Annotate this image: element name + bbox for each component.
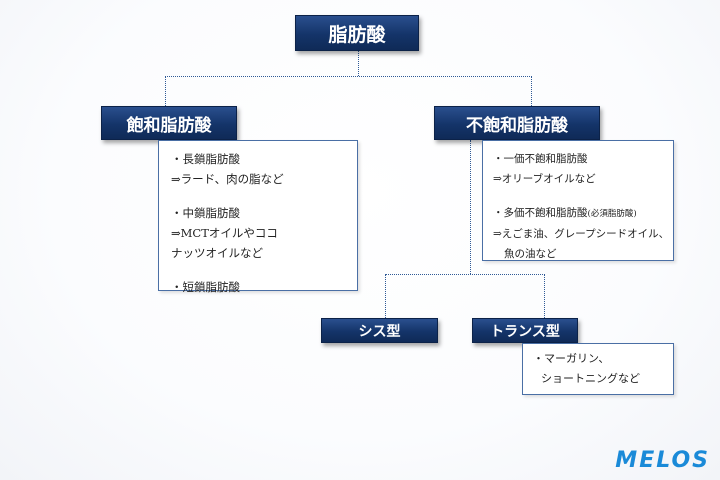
unsaturated-label: 不飽和脂肪酸: [466, 115, 568, 136]
connector-top-horizontal: [165, 76, 532, 77]
node-cis-type: シス型: [321, 318, 438, 343]
saturated-item-short-chain: ・短鎖脂肪酸: [171, 280, 240, 294]
connector-to-saturated: [165, 76, 166, 106]
trans-label: トランス型: [490, 323, 560, 340]
saturated-item-medium-chain-example-2: ナッツオイルなど: [171, 246, 263, 260]
node-unsaturated-fatty-acid: 不飽和脂肪酸: [434, 106, 600, 140]
melos-logo: MELOS: [615, 448, 710, 473]
connector-to-unsaturated: [531, 76, 532, 106]
trans-item-shortening: ショートニングなど: [541, 372, 640, 385]
unsaturated-item-poly-example-2: 魚の油など: [504, 248, 557, 260]
cis-label: シス型: [358, 323, 401, 340]
connector-root-down: [358, 50, 359, 76]
saturated-label: 飽和脂肪酸: [126, 115, 212, 136]
connector-to-trans: [544, 274, 545, 318]
saturated-detail-box: ・長鎖脂肪酸 ⇒ラード、肉の脂など ・中鎖脂肪酸 ⇒MCTオイルやココ ナッツオ…: [158, 140, 358, 294]
unsaturated-item-mono: ・一価不飽和脂肪酸: [493, 153, 588, 165]
trans-item-margarine: ・マーガリン、: [533, 352, 610, 365]
saturated-item-long-chain: ・長鎖脂肪酸: [171, 152, 240, 166]
root-node-fatty-acid: 脂肪酸: [295, 15, 419, 51]
node-saturated-fatty-acid: 飽和脂肪酸: [101, 106, 237, 140]
unsaturated-item-poly-name: ・多価不飽和脂肪酸: [493, 207, 588, 219]
unsaturated-item-mono-example: ⇒オリーブオイルなど: [493, 173, 596, 185]
connector-unsaturated-down: [470, 140, 471, 274]
saturated-item-medium-chain-example: ⇒MCTオイルやココ: [171, 226, 278, 240]
connector-bottom-horizontal: [385, 274, 545, 275]
saturated-item-medium-chain: ・中鎖脂肪酸: [171, 206, 240, 220]
unsaturated-detail-box: ・一価不飽和脂肪酸 ⇒オリーブオイルなど ・多価不飽和脂肪酸(必須脂肪酸) ⇒え…: [482, 140, 674, 261]
trans-detail-box: ・マーガリン、 ショートニングなど: [522, 343, 674, 395]
unsaturated-item-poly: ・多価不飽和脂肪酸(必須脂肪酸): [493, 203, 663, 224]
node-trans-type: トランス型: [472, 318, 578, 343]
connector-to-cis: [385, 274, 386, 318]
root-node-label: 脂肪酸: [328, 23, 386, 46]
saturated-item-long-chain-example: ⇒ラード、肉の脂など: [171, 172, 284, 186]
unsaturated-item-poly-note: (必須脂肪酸): [587, 209, 637, 219]
unsaturated-item-poly-example: ⇒えごま油、グレープシードオイル、: [493, 228, 670, 240]
